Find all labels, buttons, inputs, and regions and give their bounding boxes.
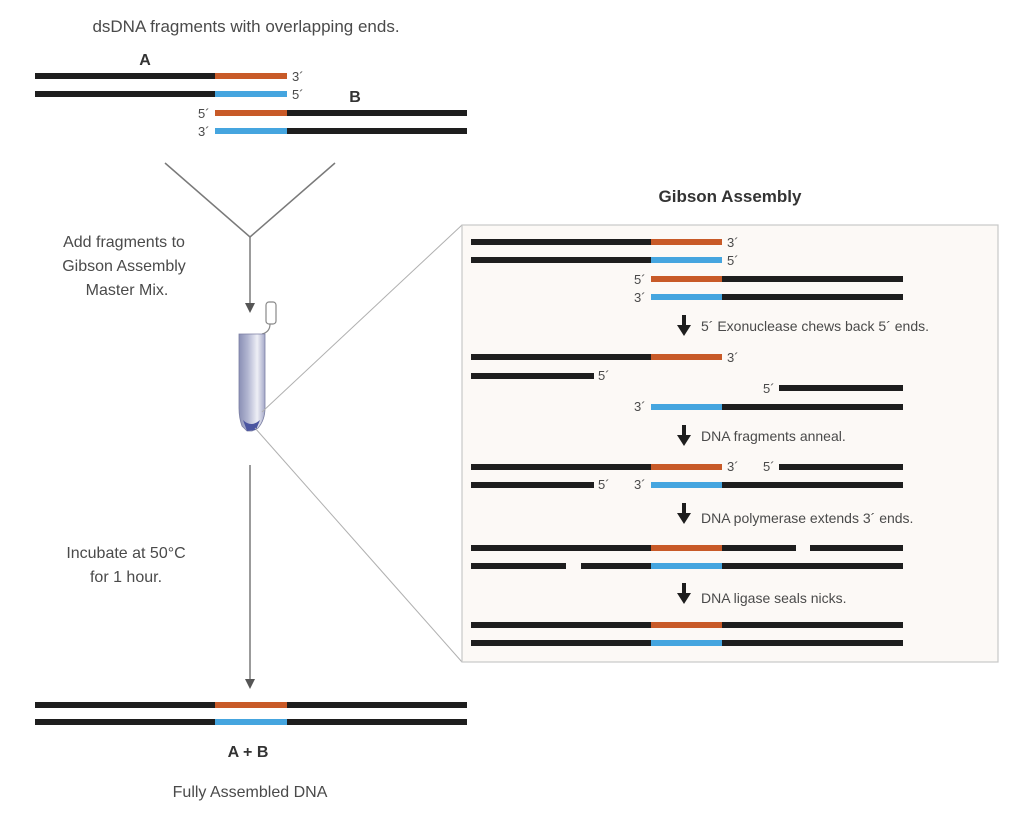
strand-segment	[287, 702, 467, 708]
product-caption: Fully Assembled DNA	[173, 784, 328, 801]
strand-segment	[287, 128, 467, 134]
step2-line-1: Incubate at 50°C	[66, 545, 185, 562]
left-title: dsDNA fragments with overlapping ends.	[92, 17, 399, 36]
panel-s1-b-bottom: 3´	[634, 399, 646, 414]
step1-line-3: Master Mix.	[86, 282, 169, 299]
panel-s2-bottom-5: 5´	[598, 477, 610, 492]
strand-segment	[35, 73, 215, 79]
end-label-a-top: 3´	[292, 69, 304, 84]
strand-segment	[722, 482, 903, 488]
strand-segment	[722, 276, 903, 282]
panel-s1-b-top: 5´	[763, 381, 775, 396]
strand-segment	[581, 563, 651, 569]
overlap-segment-bottom	[651, 482, 722, 488]
assembled-product	[35, 702, 467, 725]
overlap-segment-top	[651, 545, 722, 551]
zoom-line-top	[262, 225, 462, 412]
strand-segment	[35, 702, 215, 708]
end-label-b-top: 5´	[198, 106, 210, 121]
funnel-lines	[165, 163, 335, 237]
strand-segment	[722, 294, 903, 300]
strand-segment	[35, 91, 215, 97]
panel-s2-bottom-3: 3´	[634, 477, 646, 492]
step-ligase: DNA ligase seals nicks.	[701, 590, 847, 606]
strand-segment	[287, 110, 467, 116]
initial-fragments	[35, 73, 467, 134]
strand-segment	[471, 482, 594, 488]
overlap-segment-top	[651, 622, 722, 628]
overlap-segment-top	[215, 73, 287, 79]
overlap-segment-bottom	[651, 563, 722, 569]
panel-s0-b-bottom: 3´	[634, 290, 646, 305]
overlap-segment-bottom	[215, 91, 287, 97]
step2-line-2: for 1 hour.	[90, 569, 162, 586]
strand-segment	[471, 640, 651, 646]
strand-segment	[722, 545, 796, 551]
strand-segment	[471, 354, 651, 360]
panel-s1-a-bottom: 5´	[598, 368, 610, 383]
panel-s2-top-5: 5´	[763, 459, 775, 474]
zoom-line-bottom	[255, 428, 462, 662]
panel-s0-b-top: 5´	[634, 272, 646, 287]
microcentrifuge-tube-icon	[239, 302, 276, 431]
strand-segment	[471, 373, 594, 379]
strand-segment	[779, 385, 903, 391]
overlap-segment-bottom	[215, 128, 287, 134]
step-polymerase: DNA polymerase extends 3´ ends.	[701, 510, 913, 526]
strand-segment	[471, 563, 566, 569]
overlap-segment-bottom	[651, 640, 722, 646]
overlap-segment-top	[215, 110, 287, 116]
strand-segment	[722, 404, 903, 410]
strand-segment	[722, 622, 903, 628]
fragment-b-label: B	[349, 89, 361, 106]
strand-segment	[471, 239, 651, 245]
panel-s0-a-bottom: 5´	[727, 253, 739, 268]
panel-s0-a-top: 3´	[727, 235, 739, 250]
step1-line-1: Add fragments to	[63, 234, 185, 251]
strand-segment	[471, 464, 651, 470]
overlap-segment-bottom	[651, 257, 722, 263]
strand-segment	[471, 545, 651, 551]
end-label-a-bottom: 5´	[292, 87, 304, 102]
overlap-segment-bottom	[651, 404, 722, 410]
overlap-segment-top	[651, 354, 722, 360]
strand-segment	[810, 545, 903, 551]
fragment-a-label: A	[139, 52, 151, 69]
strand-segment	[722, 640, 903, 646]
overlap-segment-top	[651, 239, 722, 245]
panel-s2-top-3: 3´	[727, 459, 739, 474]
strand-segment	[779, 464, 903, 470]
panel-s1-a-top: 3´	[727, 350, 739, 365]
strand-segment	[287, 719, 467, 725]
overlap-segment-bottom	[215, 719, 287, 725]
end-label-b-bottom: 3´	[198, 124, 210, 139]
overlap-segment-top	[215, 702, 287, 708]
strand-segment	[471, 622, 651, 628]
overlap-segment-top	[651, 276, 722, 282]
step-exonuclease: 5´ Exonuclease chews back 5´ ends.	[701, 318, 929, 334]
step-anneal: DNA fragments anneal.	[701, 428, 846, 444]
strand-segment	[35, 719, 215, 725]
strand-segment	[722, 563, 903, 569]
arrow-to-product-head	[245, 679, 255, 689]
product-label: A + B	[228, 744, 269, 761]
strand-segment	[471, 257, 651, 263]
step1-line-2: Gibson Assembly	[62, 258, 186, 275]
arrow-to-tube-head	[245, 303, 255, 313]
overlap-segment-bottom	[651, 294, 722, 300]
overlap-segment-top	[651, 464, 722, 470]
panel-title: Gibson Assembly	[659, 187, 803, 206]
